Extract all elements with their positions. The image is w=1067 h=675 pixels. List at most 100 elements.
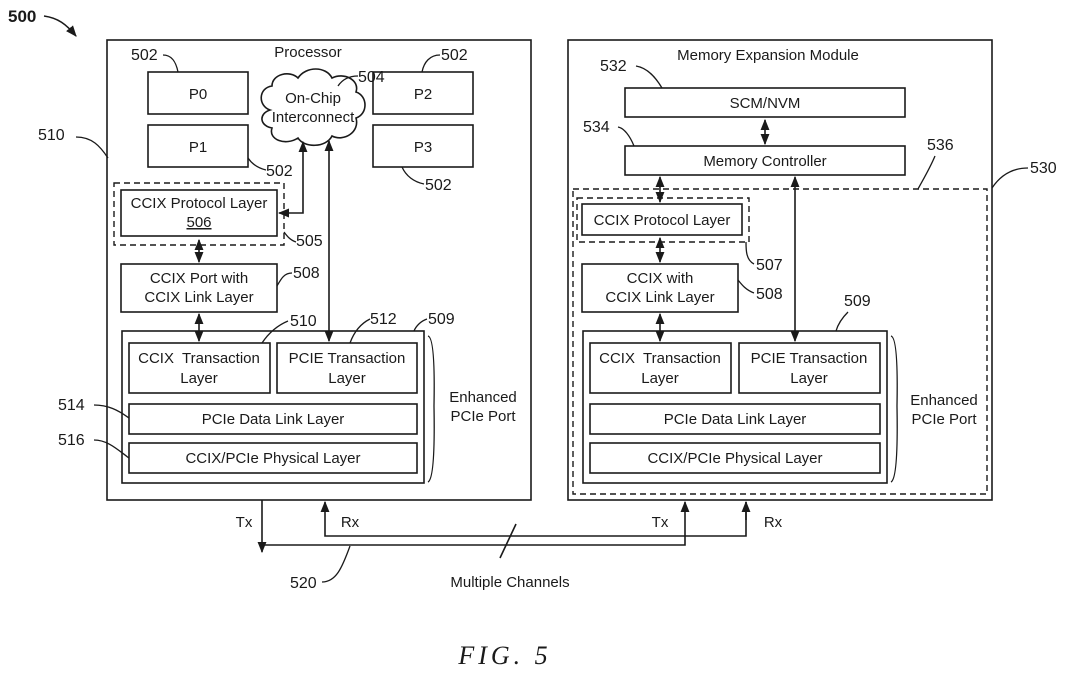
core-p2-ref: 502 [441, 47, 468, 64]
scm-nvm-ref-leader [635, 65, 663, 89]
core-p3-label: P3 [414, 139, 432, 156]
tx-label-memory: Tx [652, 514, 669, 531]
memory-ccix-port [581, 263, 739, 313]
processor-data-link-label: PCIe Data Link Layer [202, 411, 345, 428]
tx-label-processor: Tx [236, 514, 253, 531]
link-ref: 520 [290, 575, 317, 592]
processor-ccix-tl-line2: Layer [180, 370, 218, 387]
core-p2-label: P2 [414, 86, 432, 103]
memory-port-ref: 508 [756, 286, 783, 303]
processor-title: Processor [274, 44, 342, 61]
memory-port-label-line2: CCIX Link Layer [605, 289, 714, 306]
core-p0-label: P0 [189, 86, 207, 103]
processor-protocol-layer [120, 189, 278, 237]
memory-enhanced-ref: 509 [844, 293, 871, 310]
memory-controller-ref-leader [617, 126, 635, 147]
memory-protocol-layer [581, 203, 743, 236]
processor-protocol-group-ref: 505 [296, 233, 323, 250]
processor-pcie-tl-line1: PCIE Transaction [289, 350, 406, 367]
processor-data-link-ref-leader [93, 404, 130, 419]
multiple-channels-label: Multiple Channels [450, 574, 569, 591]
scm-nvm [624, 87, 906, 118]
core-p2-ref-leader [421, 54, 441, 73]
core-p1-ref: 502 [266, 163, 293, 180]
processor-ccix-transaction-layer [128, 342, 271, 394]
scm-nvm-ref: 532 [600, 58, 627, 75]
memory-pcie-tl-line1: PCIE Transaction [751, 350, 868, 367]
memory-enhanced-label-line2: PCIe Port [911, 411, 977, 428]
processor-enhanced-label-line2: PCIe Port [450, 408, 516, 425]
memory-controller-label: Memory Controller [703, 153, 826, 170]
link-ref-leader [321, 545, 351, 583]
memory-data-link-layer [589, 403, 881, 435]
processor-ccix-port [120, 263, 278, 313]
processor-ccix-tl-line1: CCIX Transaction [138, 350, 260, 367]
memory-controller [624, 145, 906, 176]
processor-ref: 510 [38, 127, 65, 144]
core-p0 [147, 71, 249, 115]
memory-protocol-label: CCIX Protocol Layer [594, 212, 731, 229]
processor-protocol-label: CCIX Protocol Layer [131, 195, 268, 212]
interconnect-label-line2: Interconnect [272, 109, 355, 126]
processor-physical-label: CCIX/PCIe Physical Layer [185, 450, 360, 467]
memory-dashed-ref: 536 [927, 137, 954, 154]
tx-line-processor [261, 500, 690, 546]
processor-pcie-transaction-layer [276, 342, 418, 394]
processor-physical-layer [128, 442, 418, 474]
processor-pcie-tl-line2: Layer [328, 370, 366, 387]
core-p1-label: P1 [189, 139, 207, 156]
rx-line-processor [320, 500, 747, 537]
memory-port-label-line1: CCIX with [627, 270, 694, 287]
rx-label-processor: Rx [341, 514, 360, 531]
processor-port-label-line1: CCIX Port with [150, 270, 248, 287]
processor-ref-leader [75, 136, 109, 159]
memory-data-link-label: PCIe Data Link Layer [664, 411, 807, 428]
scm-nvm-label: SCM/NVM [730, 95, 801, 112]
interconnect-ref: 504 [358, 69, 385, 86]
memory-enhanced-bracket [890, 335, 898, 483]
core-p3-ref-leader [401, 166, 425, 185]
memory-dashed-ref-leader [917, 155, 936, 190]
core-p2 [372, 71, 474, 115]
processor-enhanced-label-line1: Enhanced [449, 389, 517, 406]
memory-protocol-ref-leader [745, 241, 755, 265]
core-p3 [372, 124, 474, 168]
processor-pcie-tl-ref-leader [349, 318, 371, 344]
processor-physical-ref: 516 [58, 432, 85, 449]
processor-pcie-tl-ref: 512 [370, 311, 397, 328]
memory-module-ref: 530 [1030, 160, 1057, 177]
processor-port-label-line2: CCIX Link Layer [144, 289, 253, 306]
processor-protocol-number: 506 [186, 214, 211, 231]
memory-enhanced-label-line1: Enhanced [910, 392, 978, 409]
memory-pcie-tl-line2: Layer [790, 370, 828, 387]
processor-enhanced-ref-leader [413, 318, 428, 332]
memory-enhanced-ref-leader [835, 311, 849, 332]
processor-data-link-ref: 514 [58, 397, 85, 414]
memory-physical-label: CCIX/PCIe Physical Layer [647, 450, 822, 467]
interconnect-ref-leader [337, 75, 359, 87]
memory-port-ref-leader [737, 279, 755, 294]
interconnect-label-line1: On-Chip [285, 90, 341, 107]
processor-protocol-group-ref-leader [283, 231, 297, 243]
figure-number: 500 [8, 7, 36, 26]
memory-ccix-tl-line1: CCIX Transaction [599, 350, 721, 367]
memory-physical-layer [589, 442, 881, 474]
memory-protocol-ref: 507 [756, 257, 783, 274]
memory-controller-ref: 534 [583, 119, 610, 136]
processor-port-ref: 508 [293, 265, 320, 282]
memory-pcie-transaction-layer [738, 342, 881, 394]
processor-port-ref-leader [276, 272, 293, 287]
figure-caption: FIG. 5 [457, 641, 551, 670]
core-p1-ref-leader [247, 157, 267, 171]
conn-interconnect-to-protocol [277, 140, 308, 218]
processor-physical-ref-leader [93, 439, 130, 459]
core-p0-ref: 502 [131, 47, 158, 64]
figure-number-arrow [43, 15, 77, 37]
memory-ccix-tl-line2: Layer [641, 370, 679, 387]
rx-label-memory: Rx [764, 514, 783, 531]
processor-enhanced-bracket [427, 335, 435, 483]
memory-module-ref-leader [991, 167, 1029, 189]
on-chip-interconnect-cloud [260, 68, 366, 147]
core-p1 [147, 124, 249, 168]
